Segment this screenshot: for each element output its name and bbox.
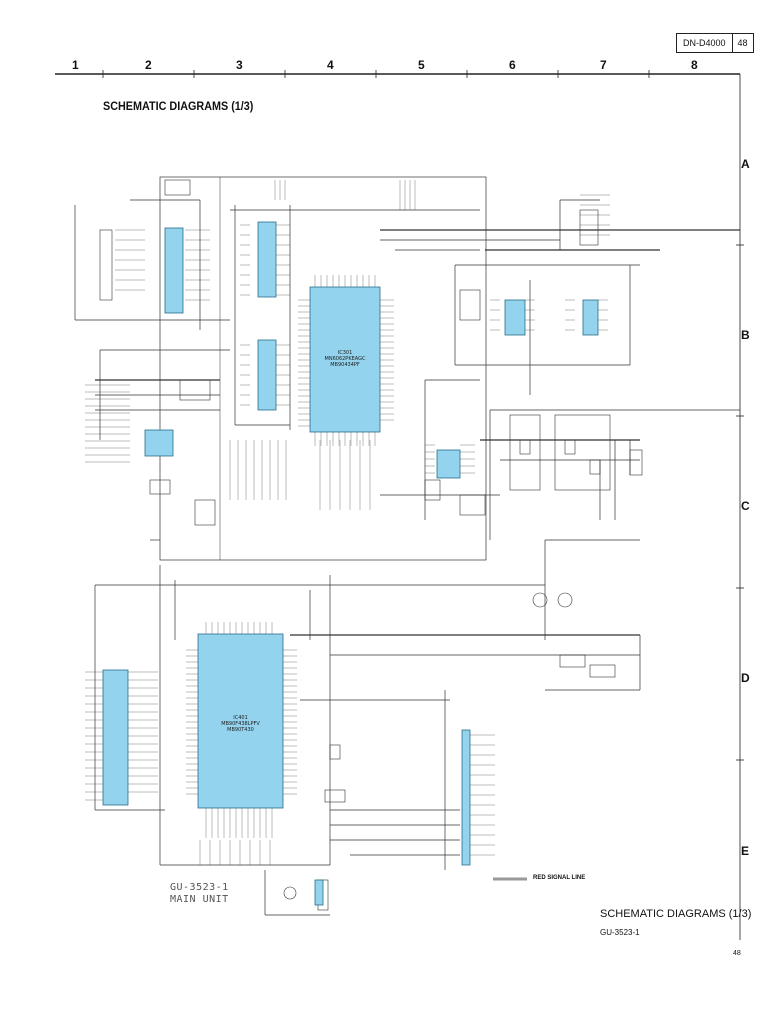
grid-column-1: 1 <box>72 58 79 72</box>
ic-connector-left <box>164 227 184 314</box>
grid-column-2: 2 <box>145 58 152 72</box>
model-number: DN-D4000 <box>683 38 726 48</box>
ic-memory-1 <box>257 221 277 298</box>
ic-connector-right <box>461 729 471 866</box>
grid-row-b: B <box>741 328 750 342</box>
ic-main-processor <box>309 286 381 433</box>
grid-column-6: 6 <box>509 58 516 72</box>
grid-row-c: C <box>741 499 750 513</box>
grid-row-d: D <box>741 671 750 685</box>
grid-row-a: A <box>741 157 750 171</box>
ic-chips <box>102 221 599 906</box>
discrete-components <box>99 179 643 911</box>
footer-subtitle: GU-3523-1 <box>600 928 640 937</box>
ic-buffer <box>436 449 461 479</box>
grid-column-3: 3 <box>236 58 243 72</box>
grid-column-7: 7 <box>600 58 607 72</box>
legend-label: RED SIGNAL LINE <box>533 875 586 881</box>
ic-small-left <box>144 429 174 457</box>
grid-frame <box>55 70 744 940</box>
board-label-line2: MAIN UNIT <box>170 894 229 905</box>
grid-column-5: 5 <box>418 58 425 72</box>
model-page-box: DN-D4000 48 <box>676 33 754 53</box>
grid-column-8: 8 <box>691 58 698 72</box>
grid-row-e: E <box>741 844 750 858</box>
ic-connector-bottom <box>102 669 129 806</box>
footer-page-number: 48 <box>733 950 741 957</box>
board-label-line1: GU-3523-1 <box>170 882 229 893</box>
ic-memory-2 <box>257 339 277 411</box>
page-title: SCHEMATIC DIAGRAMS (1/3) <box>103 99 254 113</box>
header-page-number: 48 <box>731 34 753 52</box>
ic-regulator-2 <box>582 299 599 336</box>
grid-column-4: 4 <box>327 58 334 72</box>
wiring <box>74 176 740 916</box>
pin-leads <box>85 180 610 865</box>
ic-regulator-1 <box>504 299 526 336</box>
ic-small-bottom <box>314 879 324 906</box>
footer-title: SCHEMATIC DIAGRAMS (1/3) <box>600 908 752 920</box>
ic-controller <box>197 633 284 809</box>
